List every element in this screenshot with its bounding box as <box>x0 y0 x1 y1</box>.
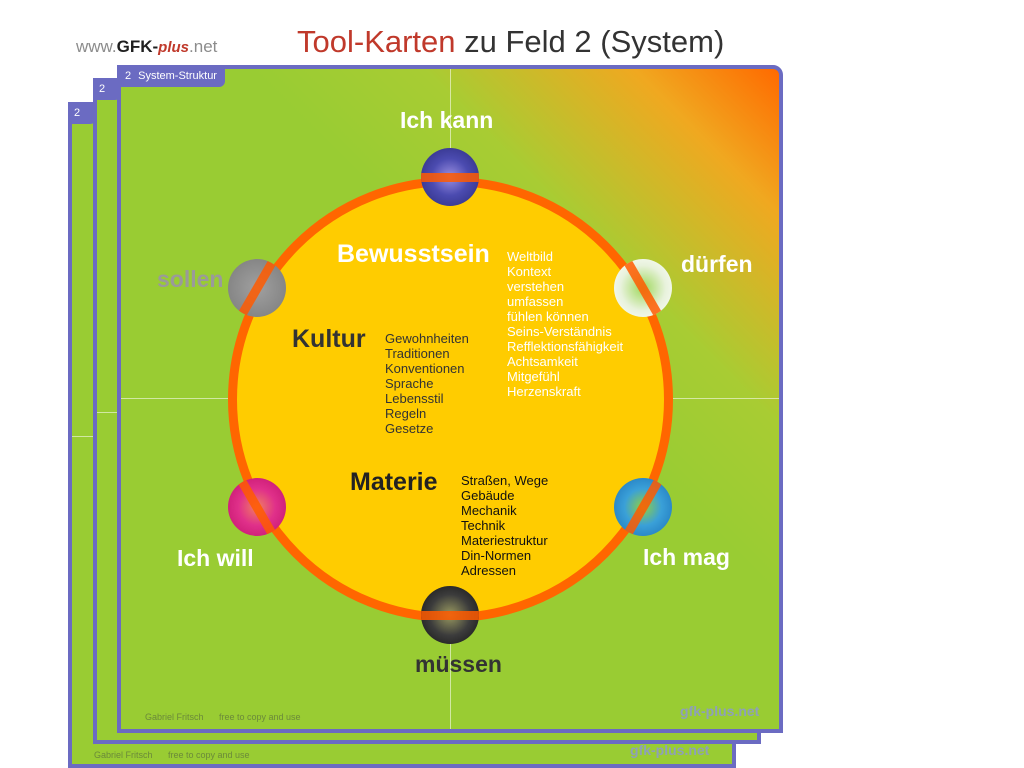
card-back-2-brand: gfk-plus.net <box>630 742 710 758</box>
card-front-tab: 2 System-Struktur <box>121 69 225 87</box>
card-front-license: free to copy and use <box>219 712 301 722</box>
card-front-tab-number: 2 <box>125 70 132 82</box>
page-title-rest: zu Feld 2 (System) <box>455 24 725 59</box>
orb-duerfen <box>614 259 672 317</box>
label-ich-mag: Ich mag <box>643 544 730 570</box>
list-item: Adressen <box>461 563 516 578</box>
label-ich-will: Ich will <box>177 545 254 571</box>
list-kultur: Gewohnheiten Traditionen Konventionen Sp… <box>385 331 469 436</box>
list-item: umfassen <box>507 294 564 309</box>
page-title: Tool-Karten zu Feld 2 (System) <box>297 24 724 60</box>
list-item: Materiestruktur <box>461 533 548 548</box>
list-item: Mechanik <box>461 503 517 518</box>
card-back-2-author: Gabriel Fritsch <box>94 750 153 760</box>
list-item: Herzenskraft <box>507 384 581 399</box>
label-ich-kann: Ich kann <box>400 107 494 133</box>
card-front-brand: gfk-plus.net <box>680 703 760 719</box>
list-item: fühlen können <box>507 309 589 324</box>
list-item: Gebäude <box>461 488 515 503</box>
list-item: Weltbild <box>507 249 554 264</box>
site-url-suffix: .net <box>189 37 218 56</box>
heading-bewusstsein: Bewusstsein <box>337 240 490 268</box>
orb-ich-kann <box>421 148 479 206</box>
site-url-prefix: www. <box>76 37 117 56</box>
site-url[interactable]: www.GFK-plus.net <box>76 37 217 57</box>
list-item: Sprache <box>385 376 434 391</box>
card-back-2-license: free to copy and use <box>168 750 250 760</box>
list-item: Konventionen <box>385 361 465 376</box>
orb-ich-will <box>228 478 286 536</box>
list-item: Traditionen <box>385 346 450 361</box>
card-back-1-tab: 2 <box>93 78 121 100</box>
list-item: Refflektionsfähigkeit <box>507 339 624 354</box>
orb-muessen <box>421 586 479 644</box>
list-bewusstsein: Weltbild Kontext verstehen umfassen fühl… <box>507 249 623 399</box>
orb-ich-mag <box>614 478 672 536</box>
list-item: Regeln <box>385 406 427 421</box>
heading-materie: Materie <box>350 468 438 496</box>
heading-kultur: Kultur <box>292 325 366 353</box>
card-back-2-tab: 2 <box>68 102 96 124</box>
list-materie: Straßen, Wege Gebäude Mechanik Technik M… <box>461 473 548 578</box>
list-item: Mitgefühl <box>507 369 560 384</box>
list-item: Din-Normen <box>461 548 532 563</box>
site-url-brand: GFK- <box>116 37 159 56</box>
orb-sollen <box>228 259 286 317</box>
list-item: Technik <box>461 518 506 533</box>
label-duerfen: dürfen <box>681 251 753 277</box>
list-item: Straßen, Wege <box>461 473 549 488</box>
label-muessen: müssen <box>415 651 502 677</box>
list-item: verstehen <box>507 279 565 294</box>
label-sollen: sollen <box>157 266 224 292</box>
card-front-tab-title: System-Struktur <box>138 70 217 82</box>
card-back-2-guide <box>72 436 102 437</box>
list-item: Gesetze <box>385 421 434 436</box>
list-item: Kontext <box>507 264 552 279</box>
list-item: Achtsamkeit <box>507 354 578 369</box>
list-item: Lebensstil <box>385 391 444 406</box>
list-item: Seins-Verständnis <box>507 324 612 339</box>
site-url-plus: plus <box>158 39 190 56</box>
card-front-author: Gabriel Fritsch <box>145 712 204 722</box>
list-item: Gewohnheiten <box>385 331 469 346</box>
page-title-accent: Tool-Karten <box>297 24 456 59</box>
card-back-1-guide <box>97 412 127 413</box>
